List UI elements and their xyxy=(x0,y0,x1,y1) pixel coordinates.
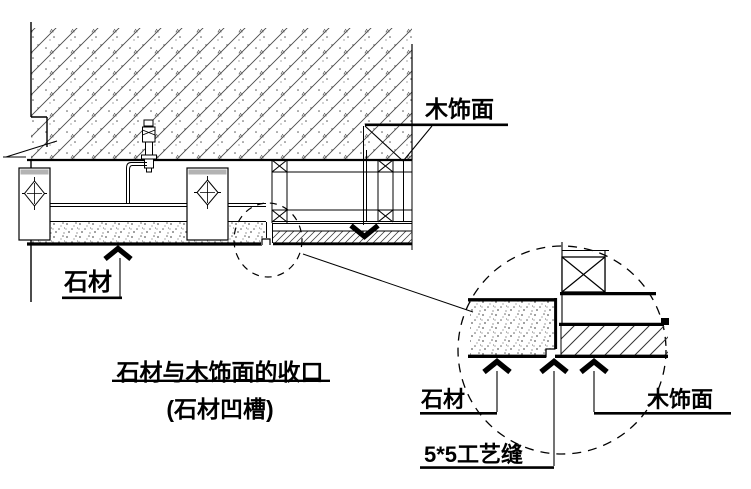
bracket-left xyxy=(18,167,51,241)
anchor-bolt xyxy=(141,119,157,173)
keel-x-mark xyxy=(561,256,606,293)
up-arrow xyxy=(103,245,133,262)
detail-veneer xyxy=(555,318,669,358)
stone-layer xyxy=(27,222,272,246)
wood-veneer-top-leader xyxy=(349,123,508,240)
label-detail-stone: 石材 xyxy=(421,387,466,412)
label-detail-craft-seam: 5*5工艺缝 xyxy=(424,442,524,467)
detail-leaders xyxy=(420,358,731,469)
bracket-middle xyxy=(186,167,229,241)
drawing-title: 石材与木饰面的收口 (石材凹槽) xyxy=(112,353,328,424)
up-arrow-stone xyxy=(482,358,512,375)
detail-keel xyxy=(561,242,609,323)
detail-stone xyxy=(468,298,558,358)
keel-x-mark xyxy=(377,159,394,173)
detail-groove-notch xyxy=(545,348,556,358)
down-arrow xyxy=(349,223,380,240)
label-detail-wood-veneer: 木饰面 xyxy=(647,387,714,412)
label-stone-main: 石材 xyxy=(64,269,112,296)
concrete-slab xyxy=(3,22,413,162)
keel-x-mark xyxy=(271,159,288,173)
ceiling-channel xyxy=(31,203,266,222)
hanger-rod xyxy=(126,162,147,203)
drawing-title-line2: (石材凹槽) xyxy=(166,396,274,422)
wood-panel-layers xyxy=(272,223,412,246)
label-wood-veneer-top: 木饰面 xyxy=(425,96,494,122)
up-arrow-wood xyxy=(579,358,609,375)
keel-x-mark xyxy=(377,209,394,223)
drawing-title-line1: 石材与木饰面的收口 xyxy=(116,359,324,385)
line-end-blob xyxy=(661,318,669,325)
callout-leader xyxy=(302,253,474,313)
wood-frame xyxy=(271,159,413,250)
detail-callout xyxy=(233,202,474,313)
up-arrow-seam xyxy=(539,358,569,375)
stone-groove-notch xyxy=(261,238,271,245)
keel-x-mark xyxy=(271,209,288,223)
stone-main-leader xyxy=(62,245,133,300)
